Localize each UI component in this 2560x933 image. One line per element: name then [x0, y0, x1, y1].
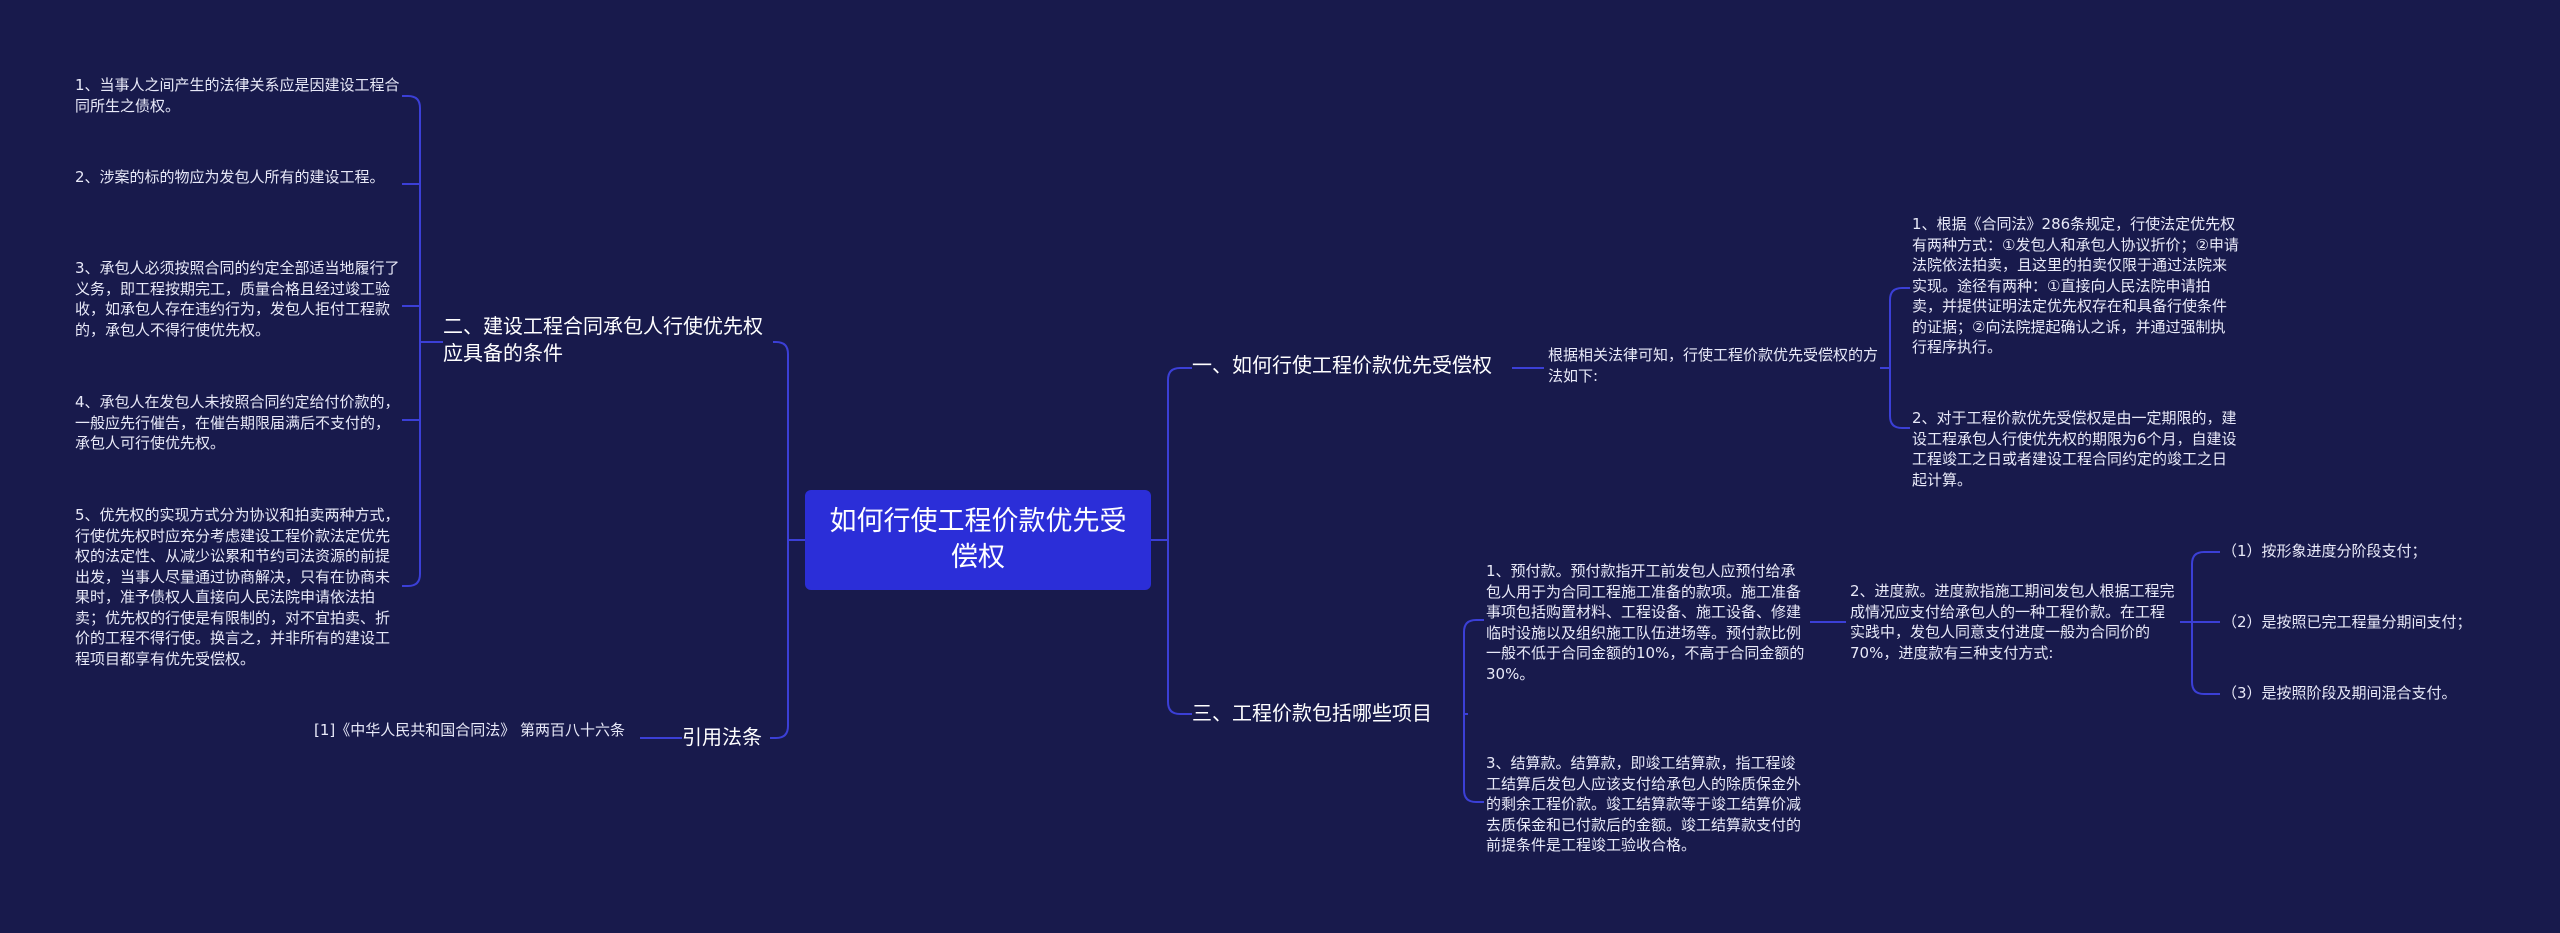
- branch-how-to-exercise[interactable]: 一、如何行使工程价款优先受偿权: [1192, 353, 1492, 377]
- progress-pay-method-2: （2）是按照已完工程量分期间支付；: [2222, 613, 2472, 631]
- condition-item-4: 4、承包人在发包人未按照合同约定给付价款的，一般应先行催告，在催告期限届满后不支…: [75, 393, 400, 452]
- progress-pay-method-1: （1）按形象进度分阶段支付；: [2222, 542, 2427, 560]
- condition-item-1: 1、当事人之间产生的法律关系应是因建设工程合同所生之债权。: [75, 76, 400, 115]
- condition-item-2: 2、涉案的标的物应为发包人所有的建设工程。: [75, 168, 385, 186]
- price-item-prepayment: 1、预付款。预付款指开工前发包人应预付给承包人用于为合同工程施工准备的款项。施工…: [1486, 562, 1805, 683]
- connector-conditions-items: [402, 95, 443, 587]
- cited-law-item: [1]《中华人民共和国合同法》 第两百八十六条: [314, 721, 626, 739]
- root-topic[interactable]: 如何行使工程价款优先受偿权: [805, 490, 1151, 590]
- branch-how-to-exercise-intro: 根据相关法律可知，行使工程价款优先受偿权的方法如下:: [1548, 346, 1879, 385]
- exercise-item-2: 2、对于工程价款优先受偿权是由一定期限的，建设工程承包人行使优先权的期限为6个月…: [1912, 409, 2237, 489]
- branch-price-items[interactable]: 三、工程价款包括哪些项目: [1192, 701, 1432, 725]
- exercise-item-1: 1、根据《合同法》286条规定，行使法定优先权有两种方式：①发包人和承包人协议折…: [1912, 215, 2239, 356]
- connector-intro-items: [1880, 287, 1910, 429]
- connector-root-right: [1151, 367, 1192, 715]
- branch-conditions[interactable]: 二、建设工程合同承包人行使优先权应具备的条件: [443, 314, 763, 365]
- condition-item-3: 3、承包人必须按照合同的约定全部适当地履行了义务，即工程按期完工，质量合格且经过…: [75, 259, 400, 339]
- condition-item-5: 5、优先权的实现方式分为协议和拍卖两种方式，行使优先权时应充分考虑建设工程价款法…: [75, 506, 400, 668]
- price-item-settlement: 3、结算款。结算款，即竣工结算款，指工程竣工结算后发包人应该支付给承包人的除质保…: [1486, 754, 1802, 854]
- branch-cited-law[interactable]: 引用法条: [682, 725, 762, 749]
- price-item-progress: 2、进度款。进度款指施工期间发包人根据工程完成情况应支付给承包人的一种工程价款。…: [1850, 582, 2175, 662]
- connector-progress-methods: [2180, 551, 2220, 695]
- progress-pay-method-3: （3）是按照阶段及期间混合支付。: [2222, 684, 2457, 702]
- connector-root-left: [770, 341, 805, 739]
